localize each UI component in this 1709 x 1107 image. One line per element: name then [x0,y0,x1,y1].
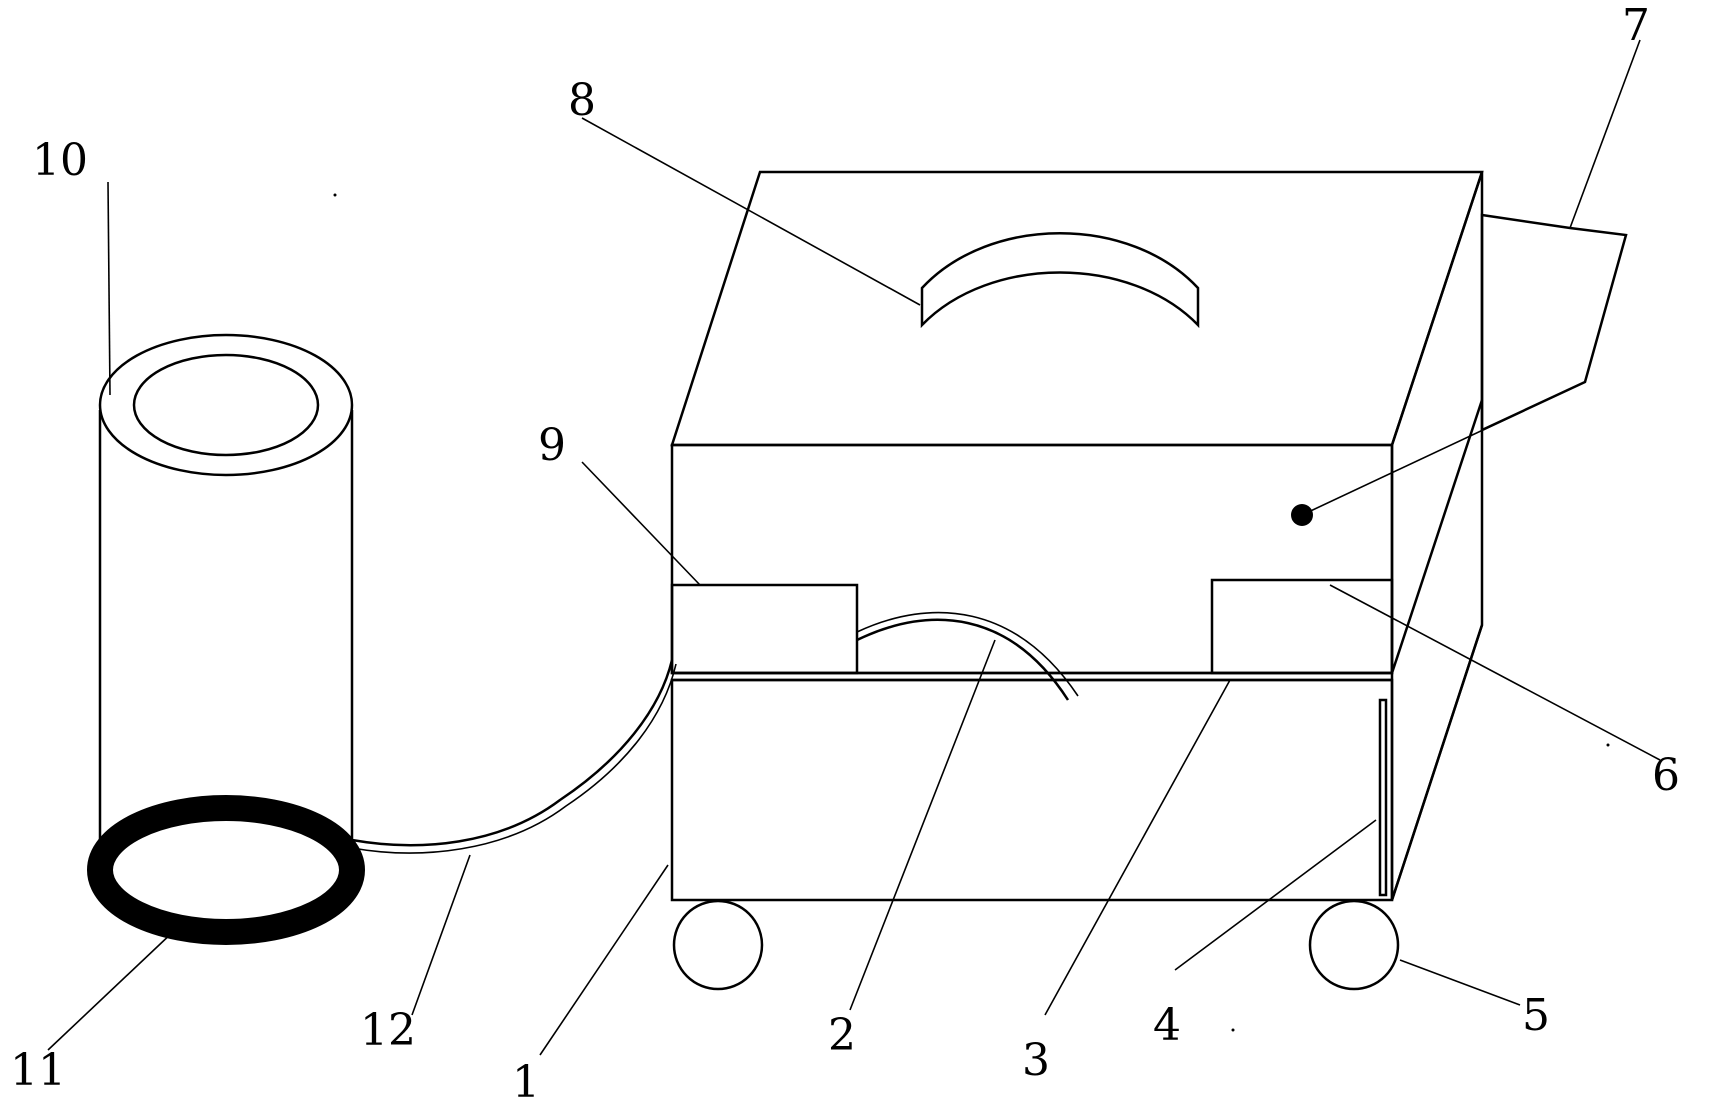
label-5: 5 [1522,990,1550,1041]
label-9: 9 [538,420,566,471]
label-1: 1 [512,1057,540,1107]
base-ring [87,795,365,945]
label-8: 8 [568,75,596,126]
label-6: 6 [1652,750,1680,801]
left-block [670,583,859,675]
connecting-hose [351,659,674,847]
cylinder-container [98,333,354,880]
leader-lines [47,39,1661,1056]
label-12: 12 [360,1005,416,1056]
label-3: 3 [1022,1035,1050,1086]
wheel-right [1308,899,1400,991]
box-body [670,170,1484,902]
right-block [1210,578,1394,675]
side-strip [1378,698,1388,897]
label-4: 4 [1153,1000,1181,1051]
wheel-left [672,899,764,991]
label-2: 2 [828,1010,856,1061]
label-10: 10 [32,135,88,186]
label-7: 7 [1622,0,1650,51]
internal-tube [856,618,1070,701]
outlet-spout [1480,213,1628,432]
lid-handle [920,232,1200,329]
label-11: 11 [10,1045,66,1096]
